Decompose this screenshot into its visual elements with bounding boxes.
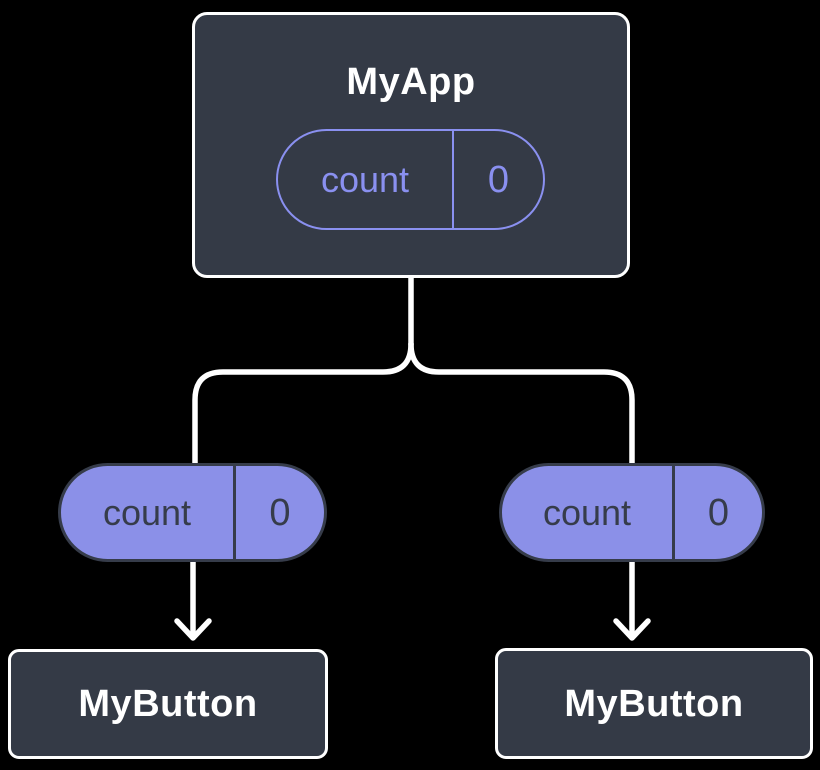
prop-pill-right: count 0	[499, 463, 765, 562]
prop-pill-left: count 0	[58, 463, 327, 562]
prop-pill-value: 0	[233, 466, 324, 559]
state-pill: count 0	[276, 129, 545, 230]
state-pill-label: count	[320, 158, 410, 200]
connector-branch-right	[408, 341, 635, 469]
component-node-myapp: MyApp	[192, 12, 630, 278]
arrow-down-icon	[613, 558, 651, 641]
connector-branch-left	[192, 341, 414, 469]
arrow-down-icon	[174, 558, 212, 641]
prop-pill-label: count	[102, 491, 192, 533]
prop-pill-value: 0	[672, 466, 762, 559]
prop-pill-label: count	[542, 491, 632, 533]
node-title: MyButton	[78, 683, 258, 725]
right-arrow-head	[613, 618, 651, 641]
node-title: MyApp	[346, 61, 476, 103]
node-title: MyButton	[564, 682, 744, 725]
left-arrow-head	[174, 618, 212, 641]
state-pill-value: 0	[452, 131, 543, 228]
component-node-mybutton-right: MyButton	[495, 648, 813, 759]
component-node-mybutton-left: MyButton	[8, 649, 328, 759]
